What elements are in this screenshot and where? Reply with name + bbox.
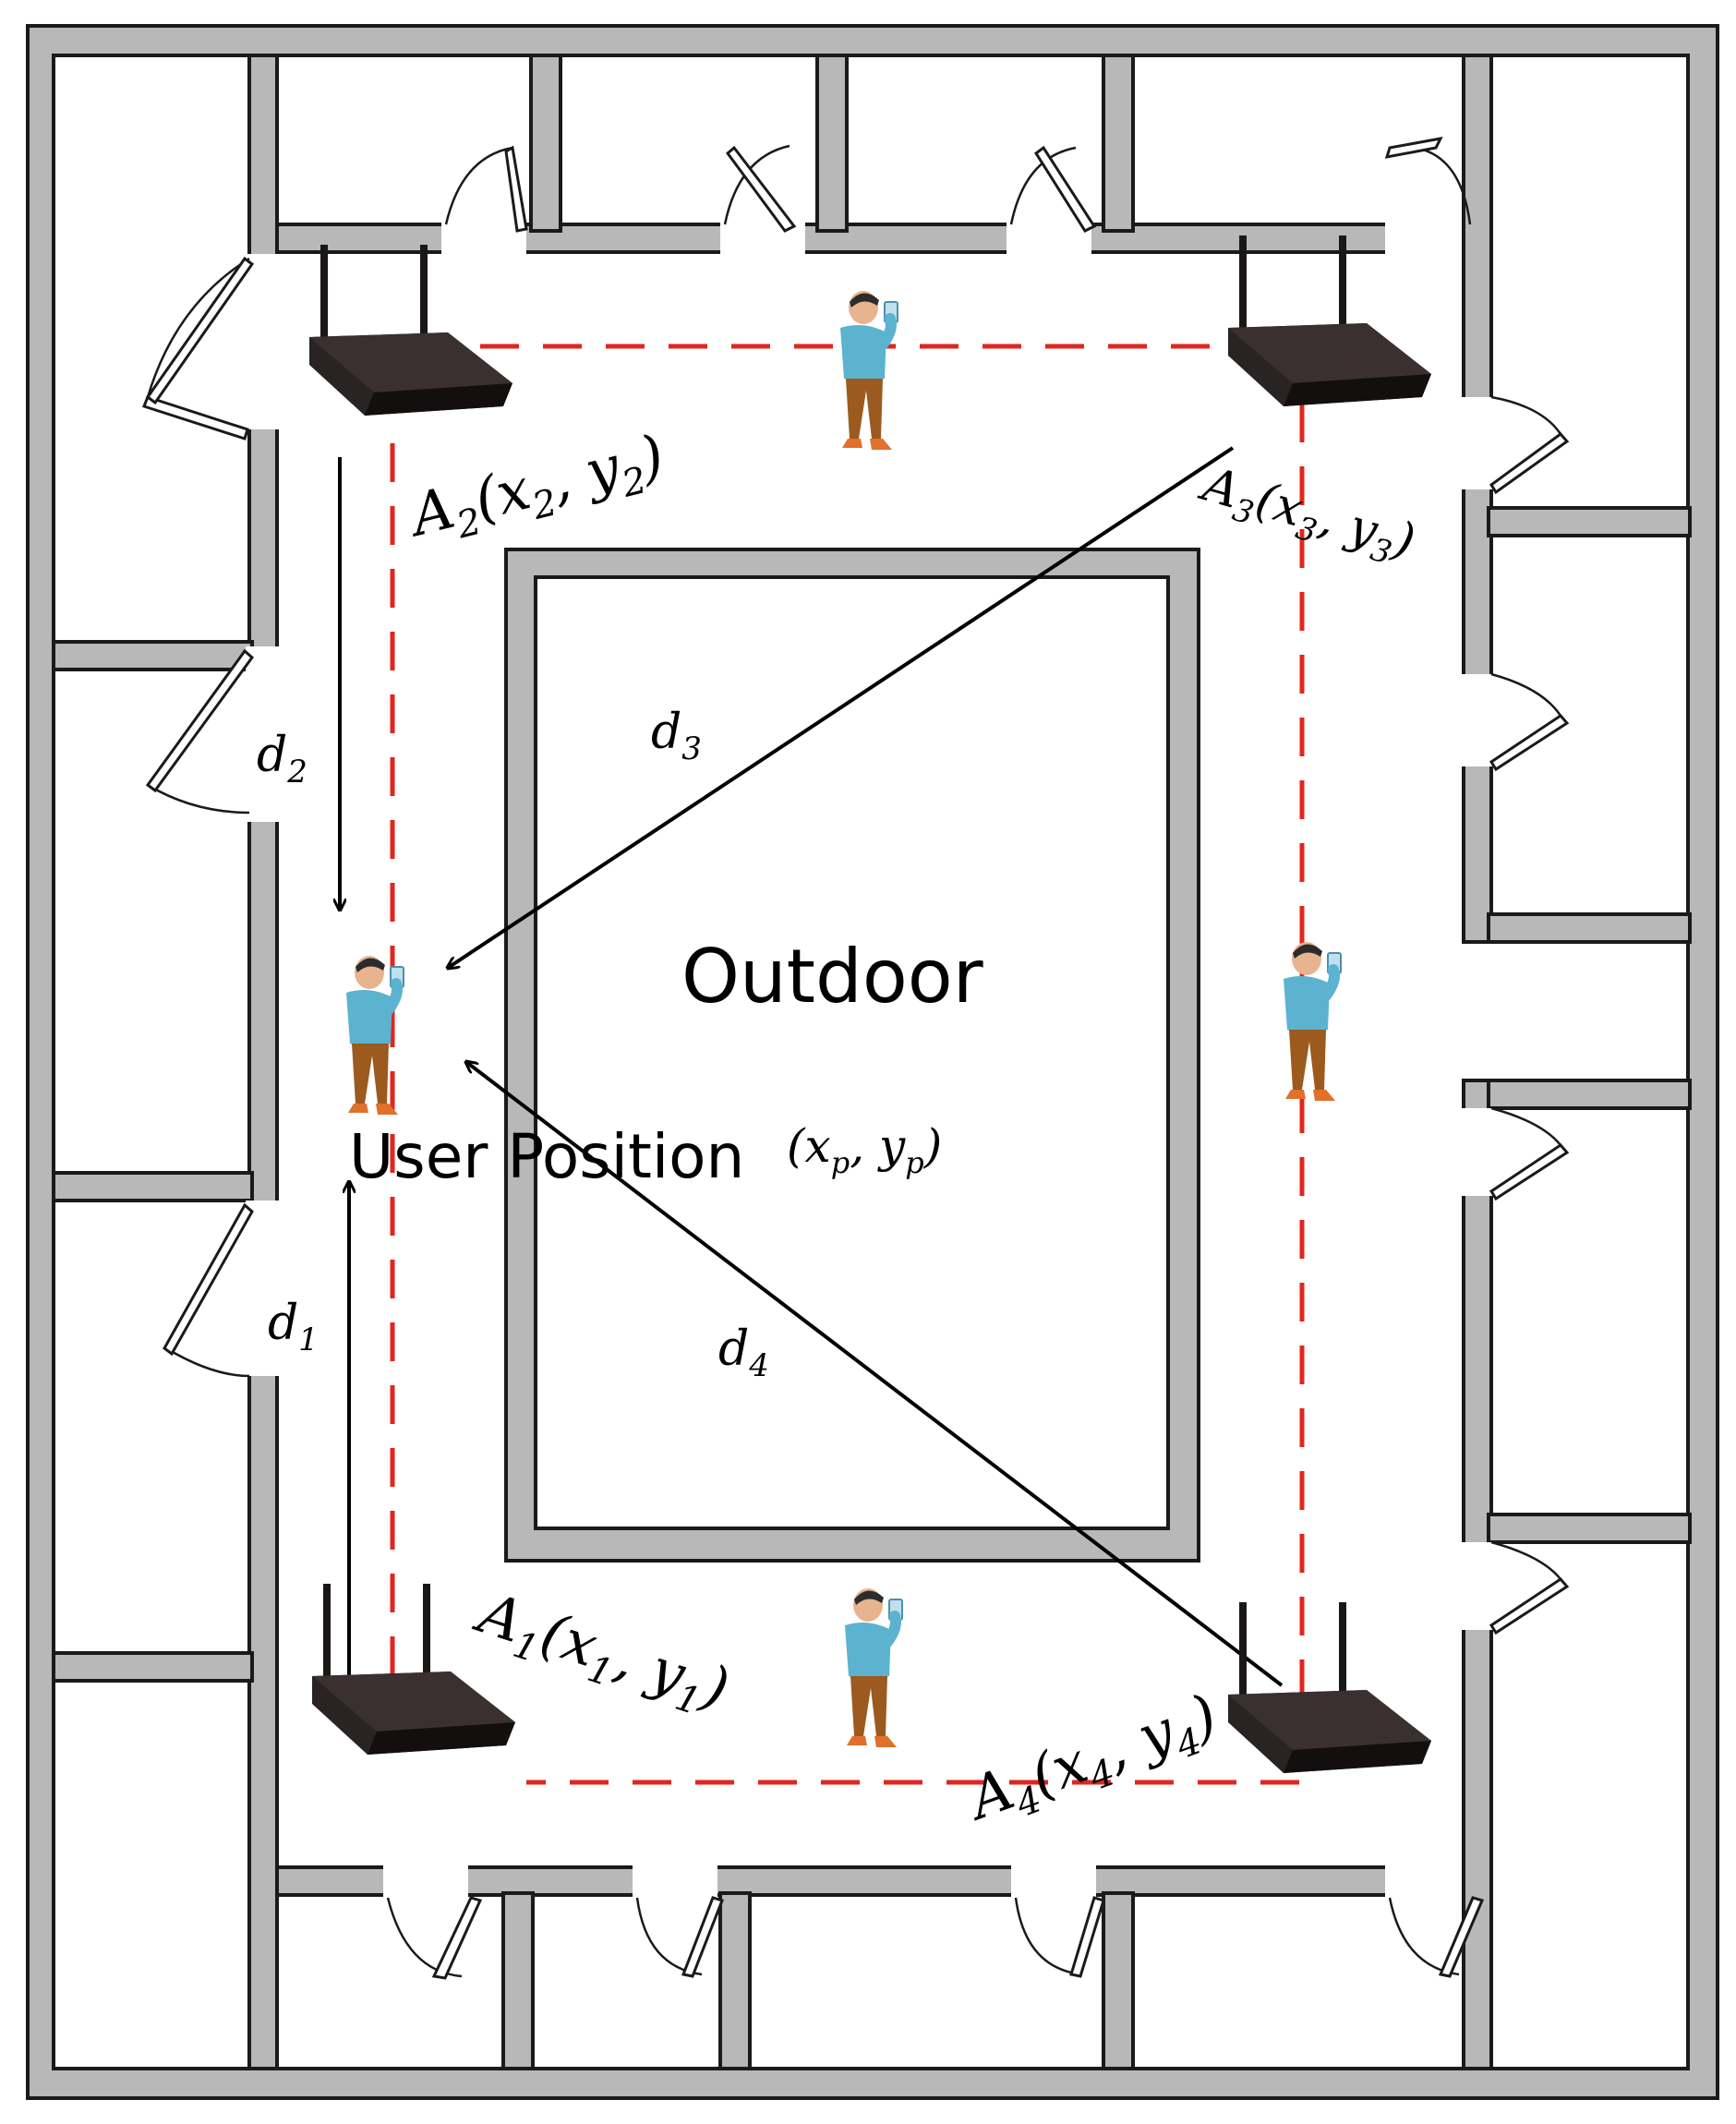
anchor-label-a2: A2(x2, y2) [400, 421, 672, 558]
right-rooms [1460, 54, 1692, 2070]
svg-text:A4(x4, y4): A4(x4, y4) [956, 1681, 1228, 1841]
svg-text:A1(x1, y1): A1(x1, y1) [464, 1577, 737, 1731]
left-rooms [52, 54, 281, 2070]
bottom-rooms [247, 1865, 1493, 2070]
anchor-label-a3: A3(x3, y3) [1191, 456, 1420, 577]
distance-arrows [340, 446, 1284, 1687]
anchor-label-a4: A4(x4, y4) [956, 1681, 1228, 1841]
d3-arrow [448, 446, 1235, 968]
distance-label-d2: d2 [257, 728, 307, 790]
top-rooms [247, 54, 1493, 255]
user-position-label: User Position [349, 1121, 744, 1192]
svg-text:A3(x3, y3): A3(x3, y3) [1191, 456, 1420, 577]
outdoor-label: Outdoor [681, 934, 983, 1020]
wifi-router-icon [1228, 1602, 1431, 1773]
distance-label-d1: d1 [268, 1296, 319, 1358]
distance-label-d3: d3 [651, 705, 702, 767]
wifi-router-icon [1228, 235, 1431, 406]
anchor-label-a1: A1(x1, y1) [464, 1577, 737, 1731]
user-position-coord: (xp, yp) [787, 1119, 942, 1180]
person-with-phone-icon [845, 1588, 902, 1747]
person-with-phone-icon [346, 956, 404, 1115]
person-with-phone-icon [840, 291, 898, 450]
d4-arrow [466, 1062, 1284, 1687]
person-with-phone-icon [1284, 942, 1341, 1101]
wifi-router-icon [309, 245, 512, 416]
svg-text:A2(x2, y2): A2(x2, y2) [400, 421, 672, 558]
outer-wall [26, 24, 1719, 2100]
doors [142, 136, 1570, 1980]
outdoor-courtyard [504, 548, 1200, 1563]
